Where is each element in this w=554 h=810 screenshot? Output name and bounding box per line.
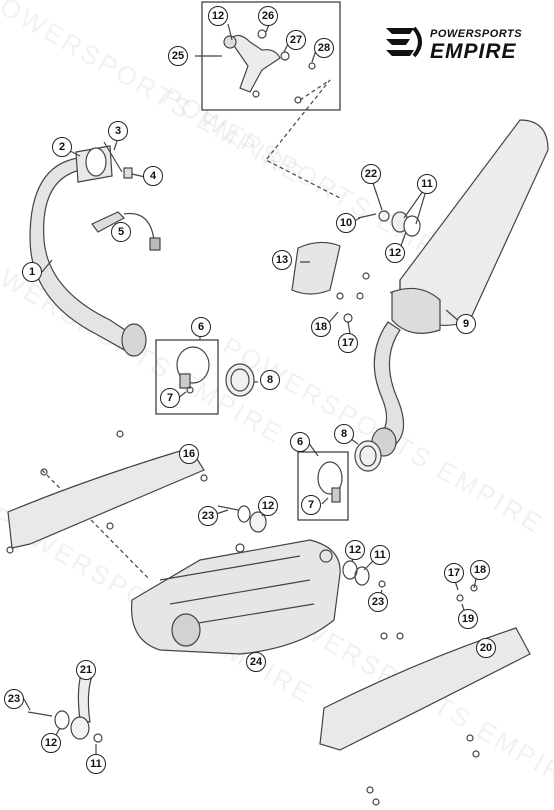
callout-badge: 28 <box>314 38 334 58</box>
callout-badge: 20 <box>476 638 496 658</box>
callout-badge: 25 <box>168 46 188 66</box>
callout-badge: 1 <box>22 262 42 282</box>
bracket-part <box>229 34 281 93</box>
brand-logo-bottom: EMPIRE <box>430 40 517 63</box>
callout-badge: 12 <box>345 540 365 560</box>
callout-badge: 12 <box>41 733 61 753</box>
callout-badge: 23 <box>198 506 218 526</box>
callout-badge: 9 <box>456 314 476 334</box>
callout-badge: 11 <box>370 545 390 565</box>
silencer-box <box>130 539 341 655</box>
callout-badge: 8 <box>334 424 354 444</box>
callout-badge: 12 <box>258 496 278 516</box>
callout-badge: 23 <box>368 592 388 612</box>
callout-badge: 22 <box>361 164 381 184</box>
heat-shield <box>319 627 531 751</box>
brand-logo-top: POWERSPORTS <box>430 28 523 40</box>
callout-badge: 23 <box>4 689 24 709</box>
callout-badge: 12 <box>385 243 405 263</box>
callout-badge: 13 <box>272 250 292 270</box>
callout-badge: 11 <box>417 174 437 194</box>
callout-badge: 27 <box>286 30 306 50</box>
callout-badge: 5 <box>111 222 131 242</box>
callout-badge: 7 <box>301 495 321 515</box>
callout-badge: 12 <box>208 6 228 26</box>
callout-badge: 11 <box>86 754 106 774</box>
callout-badge: 6 <box>290 432 310 452</box>
callout-badge: 8 <box>260 370 280 390</box>
callout-badge: 3 <box>108 121 128 141</box>
callout-badge: 21 <box>76 660 96 680</box>
callout-badge: 18 <box>311 317 331 337</box>
header-pipe <box>29 157 141 353</box>
callout-badge: 6 <box>191 317 211 337</box>
callout-badge: 17 <box>338 333 358 353</box>
callout-badge: 10 <box>336 213 356 233</box>
callout-badge: 16 <box>179 444 199 464</box>
brand-logo: POWERSPORTS EMPIRE <box>384 24 534 68</box>
reference-line <box>265 79 341 199</box>
callout-badge: 4 <box>143 166 163 186</box>
callout-badge: 24 <box>246 652 266 672</box>
callout-badge: 2 <box>52 137 72 157</box>
callout-badge: 7 <box>160 388 180 408</box>
callout-badge: 18 <box>470 560 490 580</box>
heat-shield <box>7 447 205 549</box>
callout-badge: 26 <box>258 6 278 26</box>
brand-emblem-icon <box>386 26 422 58</box>
callout-badge: 17 <box>444 563 464 583</box>
callout-badge: 19 <box>458 609 478 629</box>
